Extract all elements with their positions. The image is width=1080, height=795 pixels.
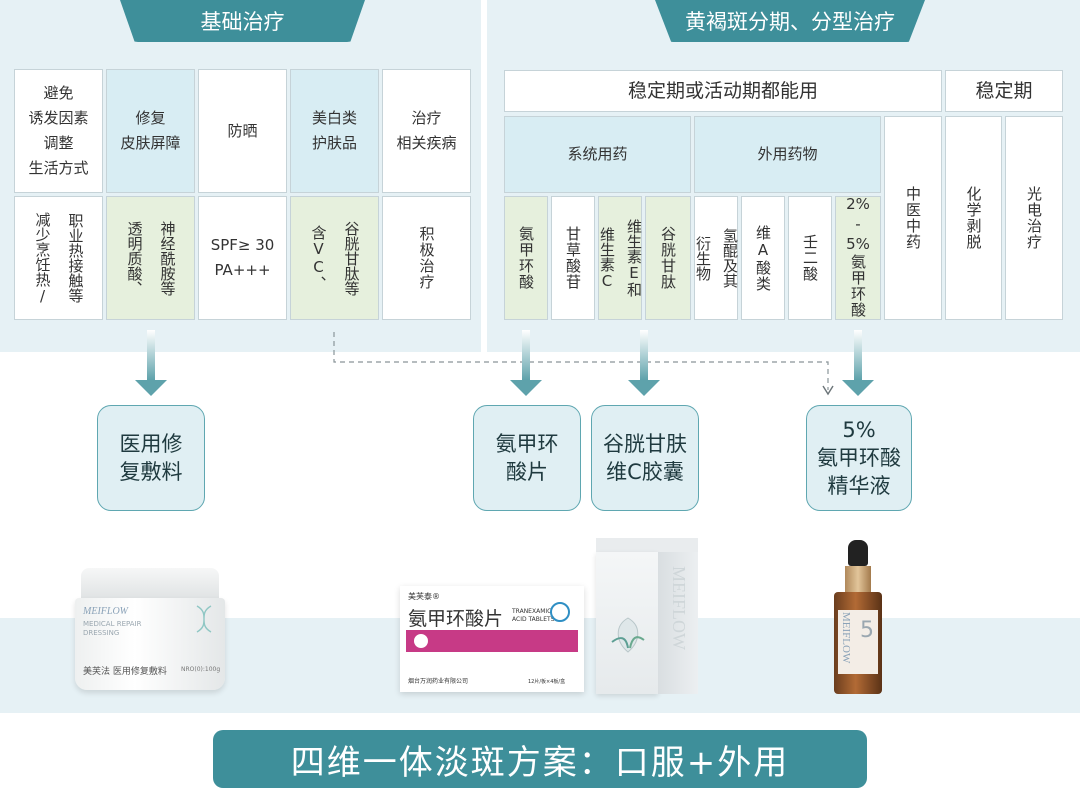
drug-retinoic-acid: 维A酸类 [741, 196, 785, 320]
basic-treat-disease: 治疗相关疾病 [382, 69, 471, 193]
stage-stable-header: 稳定期 [945, 70, 1063, 112]
capsule-box-image: MEIFLOW [596, 538, 698, 694]
essence-bottle-image: MEIFLOW 5 [832, 540, 884, 696]
basic-avoid-detail: 职业热接触等减少烹饪热/ [14, 196, 103, 320]
drug-glycyrrhizin: 甘草酸苷 [551, 196, 595, 320]
tab-basic-treatment: 基础治疗 [120, 0, 365, 42]
stage-both-header: 稳定期或活动期都能用 [504, 70, 942, 112]
drug-glutathione: 谷胱甘肽 [645, 196, 691, 320]
arrow-dressing [135, 330, 167, 396]
drug-topical-tranexamic: 2%- 5%氨甲环酸 [835, 195, 881, 320]
systemic-header: 系统用药 [504, 116, 691, 193]
chemical-peel-column: 化学剥脱 [945, 116, 1002, 320]
card-glutathione-capsule: 谷胱甘肤维C胶囊 [591, 405, 699, 511]
drug-vitamin-e-c: 维生素E和维生素C [598, 196, 643, 320]
photoelectric-column: 光电治疗 [1005, 116, 1063, 320]
tcm-column: 中医中药 [884, 116, 942, 320]
tab-staged-treatment: 黄褐斑分期、分型治疗 [655, 0, 925, 42]
footer-banner: 四维一体淡斑方案：口服+外用 [213, 730, 867, 788]
arrow-capsule [628, 330, 660, 396]
basic-sunscreen: 防晒 [198, 69, 287, 193]
basic-whitening: 美白类护肤品 [290, 69, 379, 193]
basic-avoid-triggers: 避免诱发因素 调整生活方式 [14, 69, 103, 193]
basic-whitening-detail: 谷胱甘肽等含VC、 [290, 196, 379, 320]
drug-hydroquinone: 氢醌及其衍生物 [694, 196, 739, 320]
basic-barrier-detail: 神经酰胺等透明质酸、 [106, 196, 195, 320]
drug-tranexamic-acid: 氨甲环酸 [504, 196, 548, 320]
arrow-tablet [510, 330, 542, 396]
drug-azelaic-acid: 壬二酸 [788, 196, 832, 320]
basic-repair-barrier: 修复皮肤屏障 [106, 69, 195, 193]
card-tranexamic-tablet: 氨甲环酸片 [473, 405, 581, 511]
basic-disease-detail: 积极治疗 [382, 196, 471, 320]
dashed-connector [333, 332, 834, 396]
topical-header: 外用药物 [694, 116, 881, 193]
card-tranexamic-essence: 5%氨甲环酸精华液 [806, 405, 912, 511]
card-medical-dressing: 医用修复敷料 [97, 405, 205, 511]
arrow-essence [842, 330, 874, 396]
dressing-jar-image: MEIFLOW MEDICAL REPAIR DRESSING 美芙法 医用修复… [75, 568, 225, 693]
